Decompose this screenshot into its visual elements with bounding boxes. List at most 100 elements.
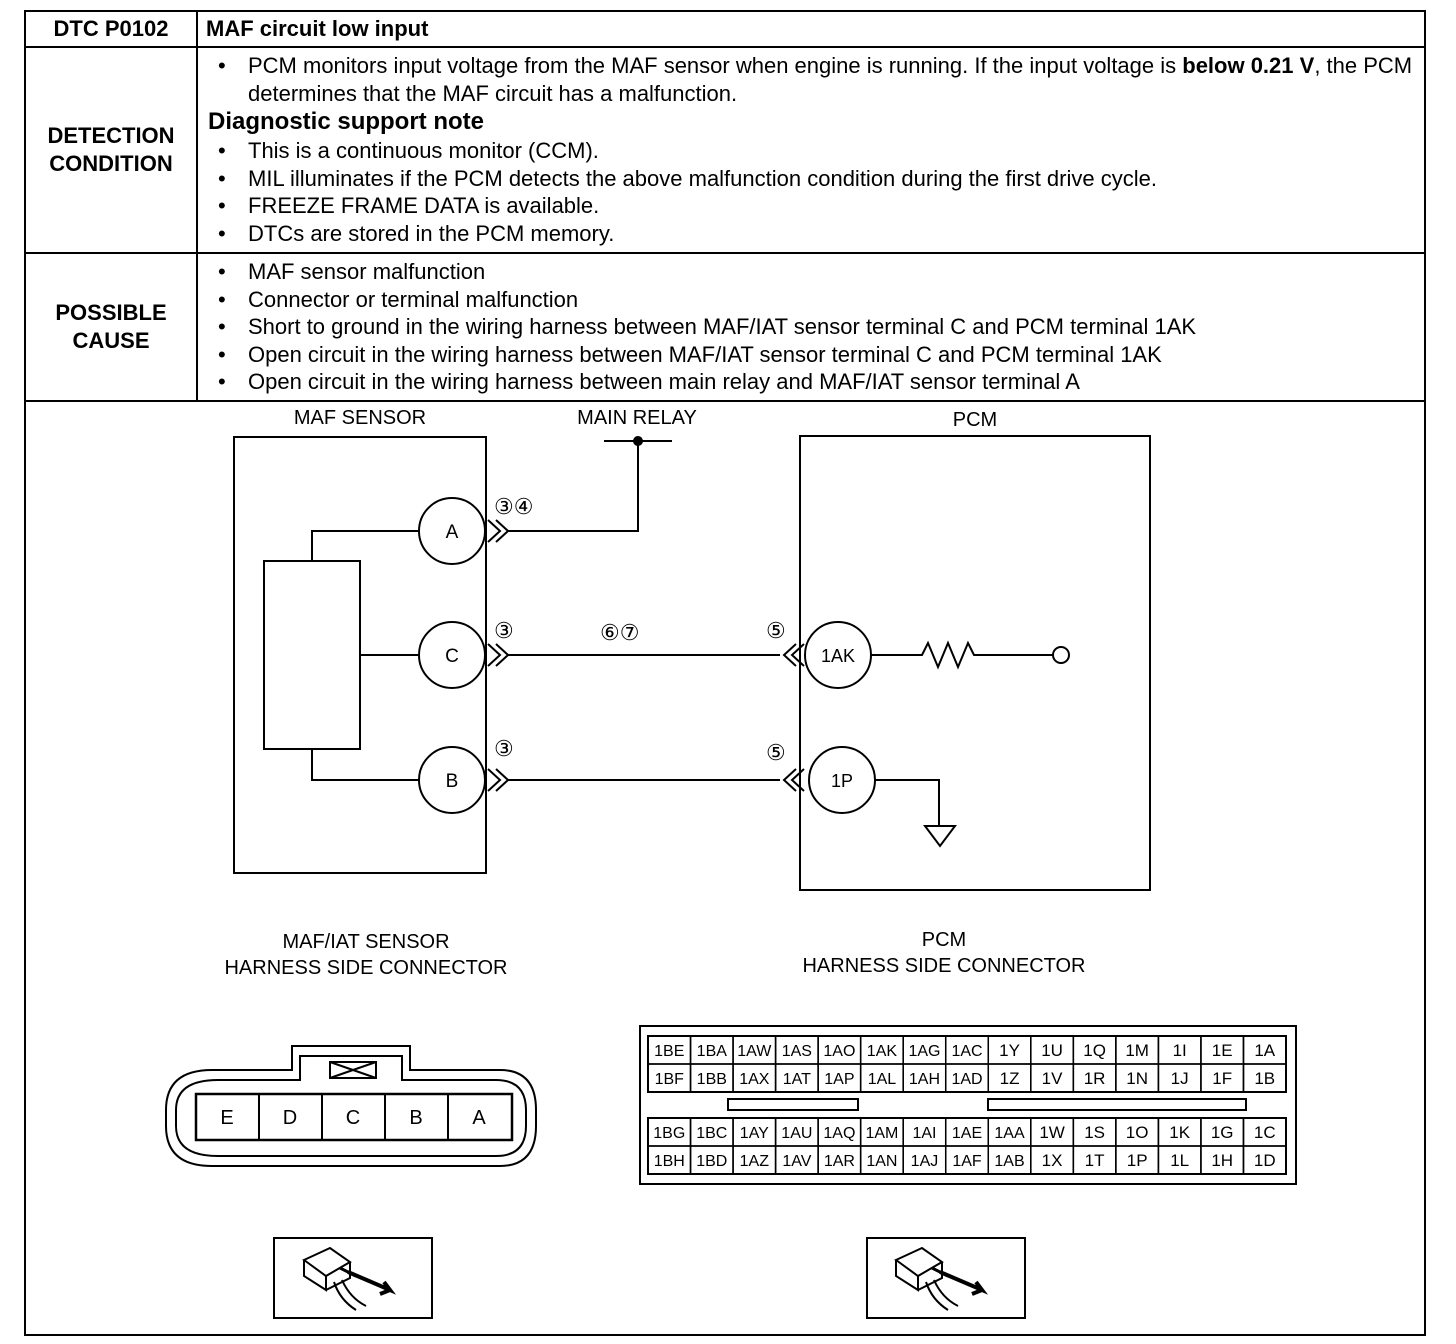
note-item: FREEZE FRAME DATA is available. [202,192,1416,220]
cause-item: MAF sensor malfunction [202,258,1416,286]
pcm-connector-title-1: PCM [922,929,966,951]
wire-internal-b [311,749,420,781]
pcm-pin-label: 1AQ [823,1125,855,1142]
maf-element [263,560,361,750]
maf-pin-e: E [220,1107,233,1129]
maf-pin-d: D [283,1107,297,1129]
cause-item: Open circuit in the wiring harness betwe… [202,368,1416,396]
pcm-pin-label: 1AJ [911,1153,939,1170]
wire-internal-a [311,530,420,561]
pcm-pin-label: 1AX [739,1071,770,1088]
pcm-pin-label: 1AZ [740,1153,770,1170]
pcm-pin-label: 1Z [1000,1069,1020,1088]
pcm-label: PCM [953,409,997,431]
cause-content: MAF sensor malfunction Connector or term… [196,252,1426,402]
pcm-pin-label: 1AB [994,1153,1024,1170]
pcm-pin-label: 1H [1211,1151,1233,1170]
harness-probe-icon [894,1246,989,1311]
pcm-pin-label: 1BF [655,1071,685,1088]
pcm-pin-label: 1S [1084,1123,1105,1142]
pcm-pin-cell [1242,1145,1287,1175]
pcm-pin-label: 1I [1173,1041,1187,1060]
pcm-pin-label: 1AD [951,1071,982,1088]
pcm-pin-label: 1AU [781,1125,812,1142]
pcm-pin-label: 1C [1254,1123,1276,1142]
maf-connector-chevron-b [487,768,510,792]
maf-connector-title-2: HARNESS SIDE CONNECTOR [224,957,507,979]
maf-connector-chevron-a [487,519,510,543]
pcm-pin-label: 1AY [740,1125,769,1142]
pcm-pin-label: 1R [1084,1069,1106,1088]
pcm-pin-label: 1AL [868,1071,897,1088]
step-ref-b-maf: ③ [494,736,514,761]
pcm-pin-label: 1AA [994,1125,1025,1142]
step-ref-a: ③④ [494,494,533,519]
step-ref-b-pcm: ⑤ [766,740,786,765]
pcm-terminal-1p-label: 1P [831,771,853,791]
detection-content: PCM monitors input voltage from the MAF … [196,46,1426,254]
pcm-pin-label: 1AK [867,1043,898,1060]
wire-a-to-relay [508,441,639,532]
pcm-pin-label: 1M [1125,1041,1149,1060]
pcm-pin-label: 1F [1212,1069,1232,1088]
cause-item: Short to ground in the wiring harness be… [202,313,1416,341]
detection-bullet: PCM monitors input voltage from the MAF … [202,52,1416,107]
pcm-pin-label: 1AC [951,1043,982,1060]
pcm-pin-label: 1U [1041,1041,1063,1060]
maf-harness-connector [165,1045,537,1167]
pcm-pin-label: 1W [1039,1123,1065,1142]
pcm-pin-label: 1AW [737,1043,772,1060]
main-relay-label: MAIN RELAY [577,407,697,429]
step-ref-c-pcm: ⑤ [766,618,786,643]
cause-item: Connector or terminal malfunction [202,286,1416,314]
maf-sensor-label: MAF SENSOR [294,407,426,429]
pcm-pin-label: 1AE [952,1125,982,1142]
pcm-pin-label: 1G [1211,1123,1234,1142]
ground-icon [923,825,957,848]
pcm-pin-label: 1V [1042,1069,1063,1088]
step-ref-c-maf: ③ [494,618,514,643]
pcm-pin-label: 1E [1212,1041,1233,1060]
pcm-pin-label: 1B [1254,1069,1275,1088]
maf-terminal-c-label: C [445,646,459,667]
pcm-pin-label: 1AH [909,1071,940,1088]
pcm-pin-label: 1AM [865,1125,898,1142]
maf-connector-chevron-c [487,643,510,667]
maf-probe-box [273,1237,433,1319]
support-note-title: Diagnostic support note [208,108,484,135]
terminal-open-circle-icon [1052,646,1070,664]
pcm-pin-label: 1BH [654,1153,685,1170]
pcm-pin-label: 1AS [782,1043,812,1060]
pcm-pin-label: 1P [1127,1151,1148,1170]
maf-pin-b: B [409,1107,422,1129]
pcm-pin-label: 1D [1254,1151,1276,1170]
pcm-pin-label: 1BB [697,1071,727,1088]
dtc-code: DTC P0102 [24,10,198,48]
maf-terminal-a-label: A [446,522,459,543]
pcm-connector-chevron-1ak [782,643,805,667]
maf-pin-a: A [472,1107,486,1129]
pcm-pin-label: 1AR [824,1153,855,1170]
pcm-pin-label: 1AG [908,1043,940,1060]
maf-terminal-b [418,746,486,814]
pcm-pin-label: 1BD [696,1153,727,1170]
pcm-pin-label: 1K [1169,1123,1190,1142]
dtc-title: MAF circuit low input [196,10,1426,48]
cause-label: POSSIBLE CAUSE [24,252,198,402]
pcm-probe-box [866,1237,1026,1319]
maf-terminal-a [418,497,486,565]
pcm-pin-label: 1AF [952,1153,982,1170]
step-ref-c-mid: ⑥⑦ [600,620,639,645]
pcm-pin-label: 1AP [824,1071,854,1088]
pcm-pin-label: 1X [1042,1151,1063,1170]
cause-item: Open circuit in the wiring harness betwe… [202,341,1416,369]
pcm-pin-label: 1AV [782,1153,811,1170]
pcm-pin-label: 1AN [866,1153,897,1170]
pcm-pin-label: 1BA [697,1043,728,1060]
pcm-pin-label: 1BC [696,1125,727,1142]
maf-terminal-c [418,621,486,689]
pcm-pin-label: 1T [1085,1151,1105,1170]
